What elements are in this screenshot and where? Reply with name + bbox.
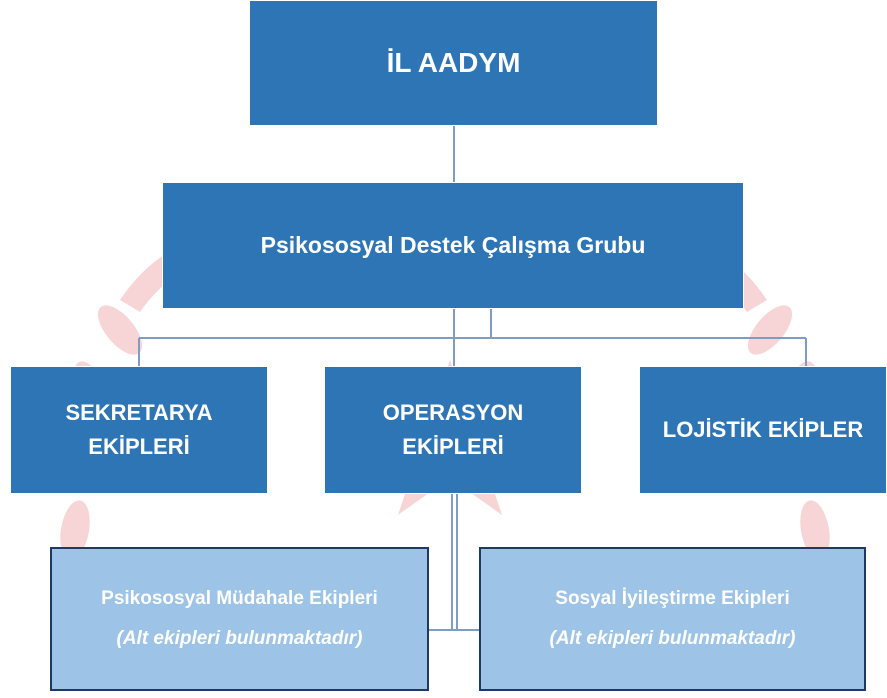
team-node-label-line2: EKİPLERİ xyxy=(88,434,190,459)
team-node-label-line1: OPERASYON xyxy=(382,400,524,425)
subteam-node-title: Sosyal İyileştirme Ekipleri xyxy=(555,588,790,609)
team-node-sekretarya: SEKRETARYA EKİPLERİ xyxy=(10,366,268,494)
team-node-operasyon: OPERASYON EKİPLERİ xyxy=(324,366,582,494)
subteam-node-psikososyal-mudahale: Psikososyal Müdahale Ekipleri (Alt ekipl… xyxy=(50,547,429,691)
root-node-label: İL AADYM xyxy=(386,47,521,78)
team-node-label-line2: EKİPLERİ xyxy=(402,434,504,459)
group-node-label: Psikososyal Destek Çalışma Grubu xyxy=(260,232,646,258)
subteam-node-sosyal-iyilestirme: Sosyal İyileştirme Ekipleri (Alt ekipler… xyxy=(479,547,866,691)
team-node-label: LOJİSTİK EKİPLER xyxy=(662,417,864,442)
team-node-lojistik: LOJİSTİK EKİPLER xyxy=(639,366,887,494)
subteam-node-note: (Alt ekipleri bulunmaktadır) xyxy=(116,628,363,649)
root-node-il-aadym: İL AADYM xyxy=(249,0,658,126)
subteam-node-title: Psikososyal Müdahale Ekipleri xyxy=(101,588,378,609)
group-node-psikososyal-destek: Psikososyal Destek Çalışma Grubu xyxy=(162,182,744,309)
team-node-label-line1: SEKRETARYA xyxy=(65,400,213,425)
subteam-node-note: (Alt ekipleri bulunmaktadır) xyxy=(549,628,796,649)
